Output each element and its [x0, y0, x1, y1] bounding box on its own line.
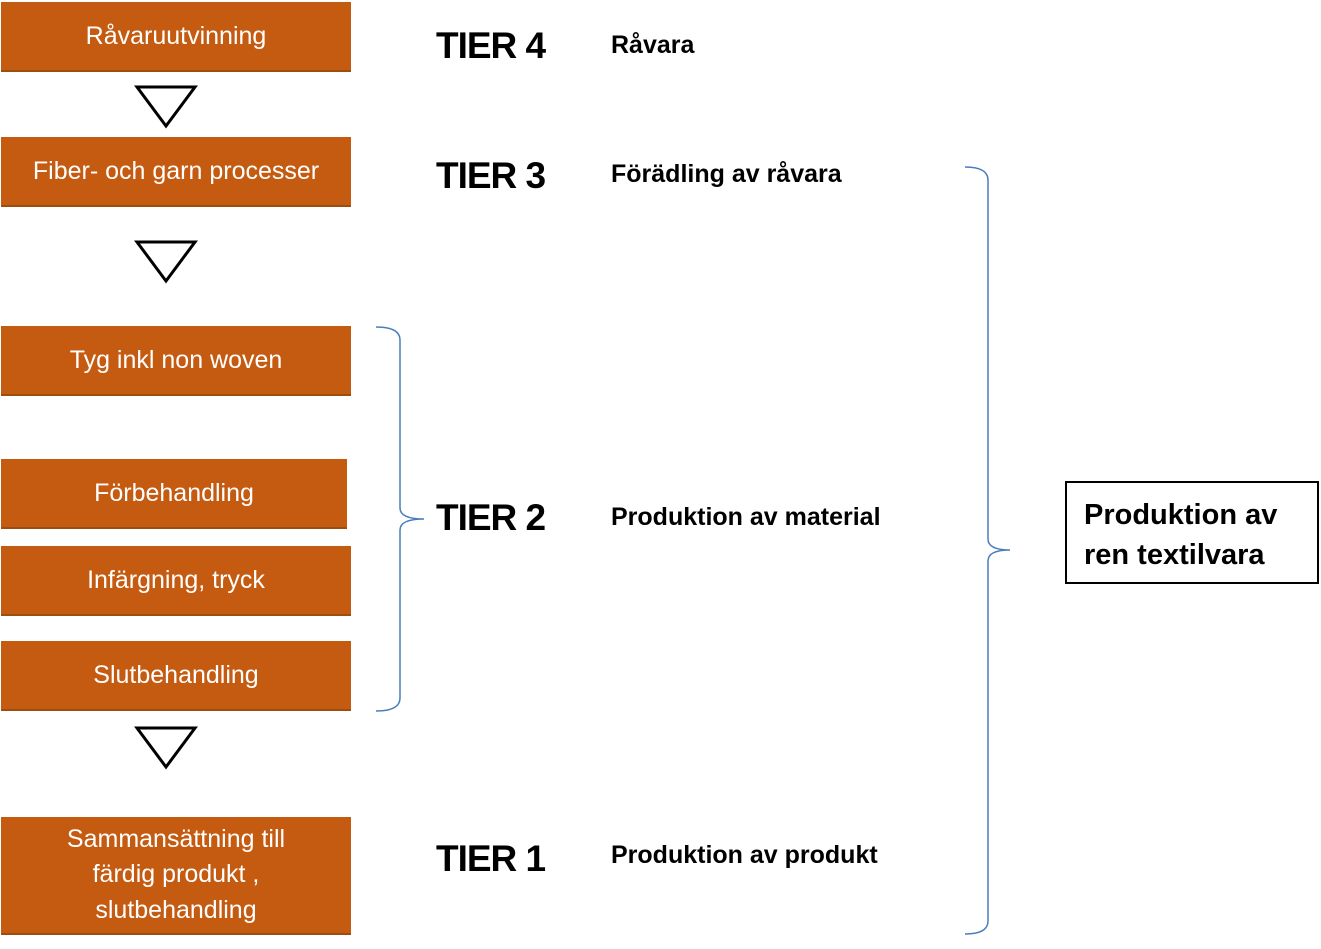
stage-label: Fiber- och garn processer: [32, 156, 320, 185]
stage-box-pretreatment: Förbehandling: [1, 459, 347, 529]
result-box: Produktion av ren textilvara: [1065, 481, 1319, 584]
stage-label: Förbehandling: [94, 478, 254, 507]
down-arrow-icon: [134, 240, 198, 284]
stage-box-dyeing-printing: Infärgning, tryck: [1, 546, 351, 616]
stage-box-assembly: Sammansättning till färdig produkt , slu…: [1, 817, 351, 935]
stage-label-line: färdig produkt ,: [92, 860, 260, 889]
stage-box-finishing: Slutbehandling: [1, 641, 351, 711]
result-line-1: Produktion av: [1084, 499, 1278, 531]
tier-label-1: TIER 1: [436, 838, 546, 879]
stage-label-line: Sammansättning till: [66, 824, 286, 853]
tier-description-3: Förädling av råvara: [611, 160, 842, 188]
tier-label-3: TIER 3: [436, 155, 546, 196]
tier-description-2: Produktion av material: [611, 503, 881, 531]
tier-2-bracket: [375, 326, 425, 712]
tier-label-4: TIER 4: [436, 25, 546, 66]
tier-description-1: Produktion av produkt: [611, 841, 878, 869]
stage-box-raw-material-extraction: Råvaruutvinning: [1, 2, 351, 72]
stage-label-multiline: Sammansättning till färdig produkt , slu…: [67, 822, 285, 929]
production-bracket: [964, 166, 1011, 935]
tier-description-4: Råvara: [611, 31, 695, 59]
stage-label: Tyg inkl non woven: [69, 345, 283, 374]
stage-label: Slutbehandling: [93, 660, 259, 689]
stage-label: Råvaruutvinning: [85, 21, 267, 50]
stage-box-fabric: Tyg inkl non woven: [1, 326, 351, 396]
stage-label: Infärgning, tryck: [87, 565, 265, 594]
down-arrow-icon: [134, 726, 198, 770]
stage-label-line: slutbehandling: [95, 895, 257, 924]
result-line-2: ren textilvara: [1084, 539, 1265, 571]
down-arrow-icon: [134, 85, 198, 129]
tier-label-2: TIER 2: [436, 497, 546, 538]
stage-box-fiber-yarn-processes: Fiber- och garn processer: [1, 137, 351, 207]
